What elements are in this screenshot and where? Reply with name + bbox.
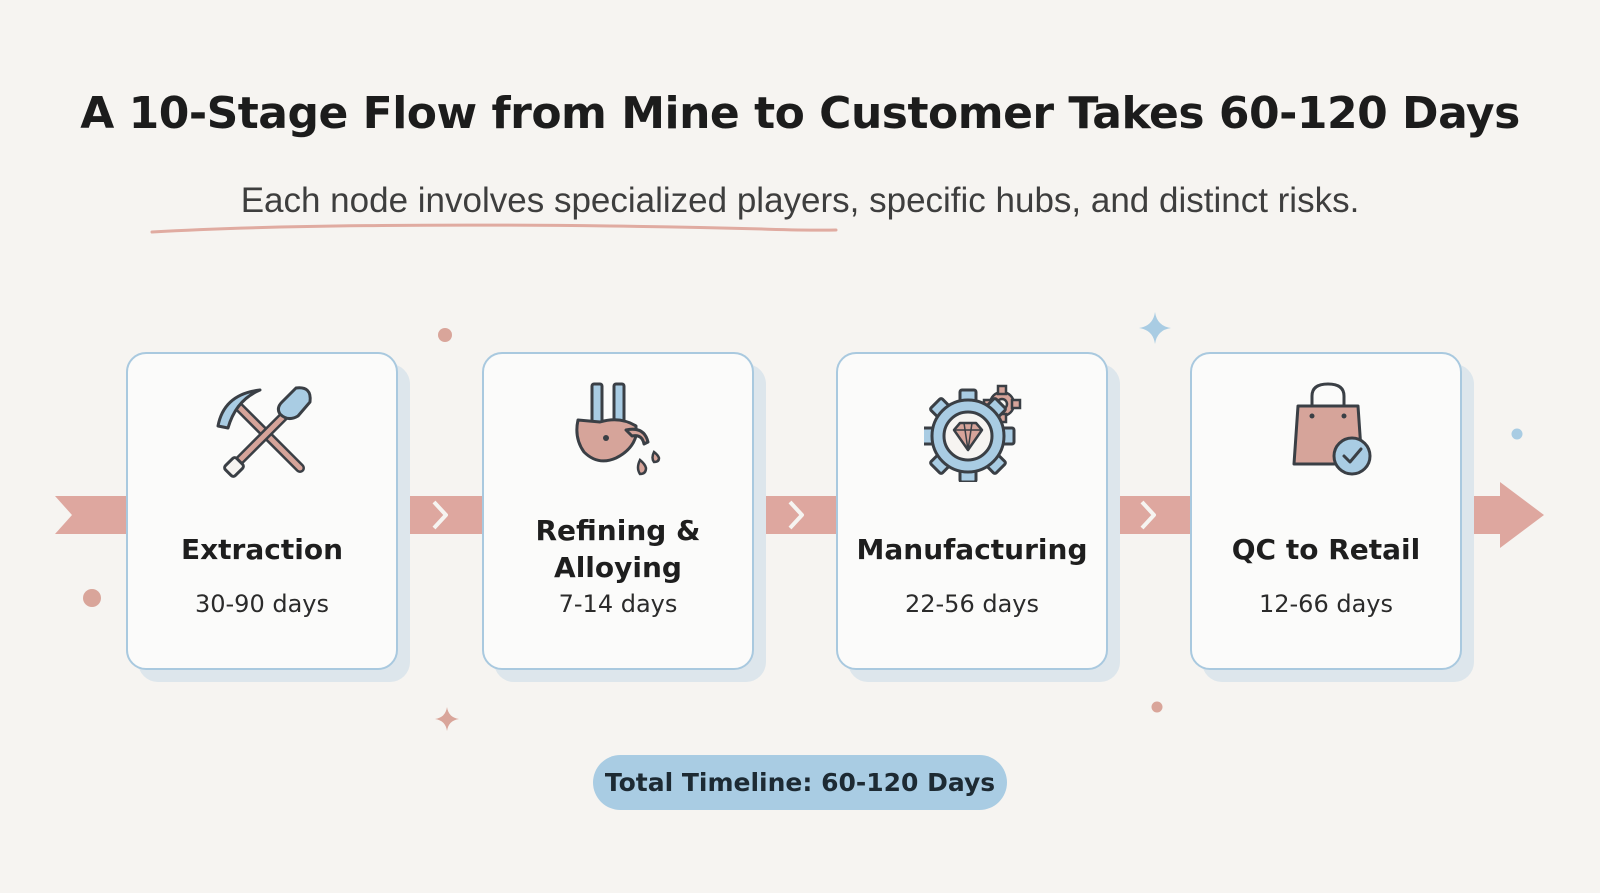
gear-diamond-icon [924,384,1022,482]
stage-name: Manufacturing [856,532,1088,566]
stage-duration: 7-14 days [558,590,678,618]
stage-duration: 12-66 days [1258,590,1393,618]
stage-name: QC to Retail [1231,532,1421,566]
sparkle-icon [1139,312,1171,344]
stage-card-qc-retail: QC to Retail 12-66 days [1190,352,1462,670]
sparkle-icon [435,707,459,731]
decorative-dot [1511,428,1523,440]
stage-name: Refining & Alloying [535,514,701,584]
decorative-dot [83,589,101,607]
page-subtitle: Each node involves specialized players, … [240,181,1360,220]
stage-card-refining: Refining & Alloying 7-14 days [482,352,754,670]
stage-card-extraction: Extraction 30-90 days [126,352,398,670]
stage-name: Extraction [180,532,344,566]
decorative-dot [1151,701,1163,713]
page-title: A 10-Stage Flow from Mine to Customer Ta… [80,88,1520,139]
flow-arrow [55,482,1544,548]
decorative-dot [438,328,452,342]
stage-card-manufacturing: Manufacturing 22-56 days [836,352,1108,670]
subtitle-underline [150,223,838,234]
total-timeline-badge: Total Timeline: 60-120 Days [593,755,1007,810]
shopping-bag-check-icon [1292,382,1372,476]
stage-duration: 30-90 days [194,590,329,618]
stage-duration: 22-56 days [904,590,1039,618]
crucible-pour-icon [575,382,661,476]
pickaxe-shovel-icon [216,386,312,478]
